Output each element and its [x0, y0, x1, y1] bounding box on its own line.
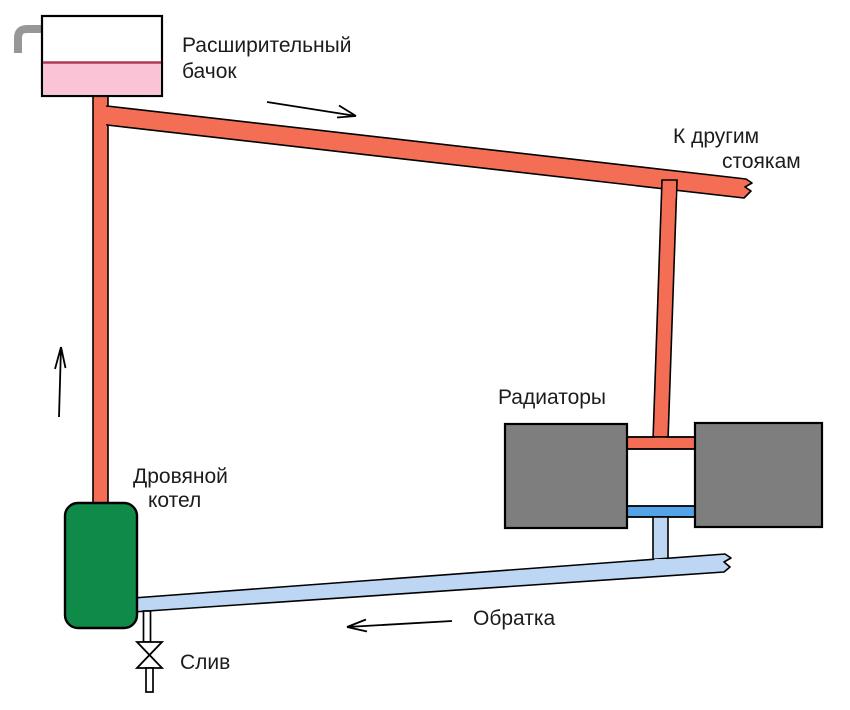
to-other-risers-label-line2: стоякам — [722, 150, 801, 173]
expansion-tank-label-line1: Расширительный — [182, 34, 351, 57]
radiator-left — [503, 422, 629, 530]
pipe-junction-patch — [663, 181, 676, 198]
riser-to-radiators — [652, 179, 678, 441]
expansion-tank-label-line2: бачок — [182, 60, 237, 83]
drain-valve — [134, 641, 165, 669]
to-other-risers-label-line1: К другим — [673, 125, 759, 148]
drain-stem-lower — [145, 667, 154, 693]
pipe-junction-patch — [654, 559, 667, 567]
hot-riser-pipe — [92, 93, 109, 507]
flow-arrow-up-icon — [54, 346, 67, 418]
supply-pipe — [106, 105, 753, 199]
flow-arrow-supply-icon — [266, 101, 357, 119]
return-label: Обратка — [473, 607, 556, 630]
tank-water — [43, 63, 161, 95]
radiator-right — [693, 421, 824, 529]
flow-arrow-return-icon — [346, 618, 453, 633]
boiler — [63, 501, 139, 630]
boiler-label-line2: котел — [148, 489, 201, 512]
pipe-junction-patch — [655, 437, 667, 443]
boiler-label-line1: Дровяной — [133, 465, 228, 488]
overflow-pipe — [14, 25, 46, 53]
drain-stem-upper — [142, 610, 152, 643]
drain-label: Слив — [180, 651, 230, 674]
pipe-junction-patch — [94, 107, 109, 124]
return-pipe — [132, 553, 732, 613]
radiator-return-connector — [626, 505, 696, 518]
radiators-label: Радиаторы — [498, 386, 606, 409]
